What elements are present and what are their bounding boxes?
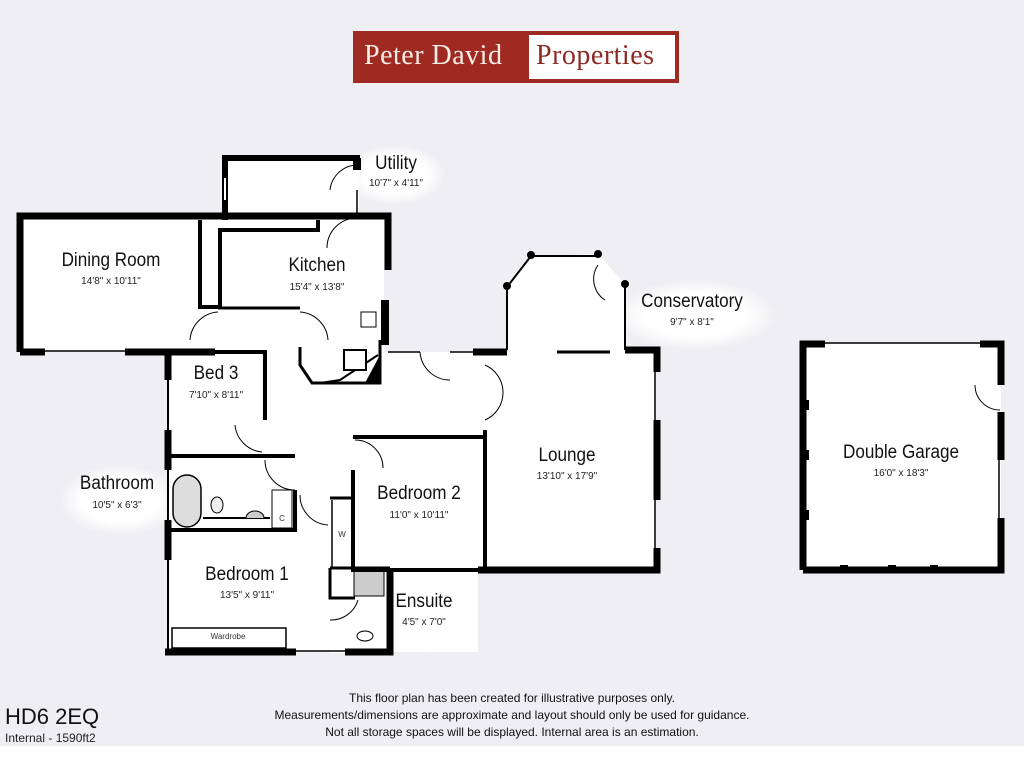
internal-area: Internal - 1590ft2 bbox=[5, 731, 96, 745]
room-dims-bathroom: 10'5" x 6'3" bbox=[92, 500, 142, 511]
w-label: W bbox=[338, 530, 346, 539]
room-name-kitchen: Kitchen bbox=[288, 255, 346, 276]
room-name-lounge: Lounge bbox=[538, 445, 596, 466]
room-dims-kitchen: 15'4" x 13'8" bbox=[289, 282, 345, 293]
label-glow bbox=[615, 280, 775, 350]
room-dims-bed-3: 7'10" x 8'11" bbox=[188, 390, 244, 401]
room-name-dining-room: Dining Room bbox=[61, 250, 161, 271]
room-name-utility: Utility bbox=[375, 153, 417, 174]
room-dims-double-garage: 16'0" x 18'3" bbox=[873, 468, 929, 479]
room-dims-ensuite: 4'5" x 7'0" bbox=[402, 617, 446, 628]
disclaimer-line: Not all storage spaces will be displayed… bbox=[325, 725, 699, 739]
logo-white-box: Properties bbox=[529, 35, 675, 79]
c-label: C bbox=[279, 514, 285, 523]
room-name-conservatory: Conservatory bbox=[641, 291, 743, 312]
brand-logo: Peter David Properties bbox=[353, 31, 679, 83]
room-name-bed-3: Bed 3 bbox=[193, 363, 239, 384]
room-dims-conservatory: 9'7" x 8'1" bbox=[670, 317, 714, 328]
label-glow bbox=[60, 465, 180, 535]
logo-text-peter-david: Peter David bbox=[364, 40, 503, 71]
room-name-bedroom-1: Bedroom 1 bbox=[205, 564, 289, 585]
room-dims-lounge: 13'10" x 17'9" bbox=[536, 471, 598, 482]
disclaimer: This floor plan has been created for ill… bbox=[252, 690, 772, 741]
postcode: HD6 2EQ bbox=[5, 704, 100, 729]
room-dims-utility: 10'7" x 4'11" bbox=[368, 178, 424, 189]
logo-text-properties: Properties bbox=[536, 40, 655, 71]
room-name-bedroom-2: Bedroom 2 bbox=[377, 483, 461, 504]
disclaimer-line: Measurements/dimensions are approximate … bbox=[274, 708, 750, 722]
room-name-double-garage: Double Garage bbox=[843, 442, 959, 463]
bottom-strip bbox=[0, 746, 1024, 768]
room-name-ensuite: Ensuite bbox=[395, 591, 453, 612]
walls bbox=[16, 155, 1005, 656]
room-dims-bedroom-2: 11'0" x 10'11" bbox=[389, 510, 449, 521]
label-glow bbox=[345, 145, 445, 205]
room-dims-dining-room: 14'8" x 10'11" bbox=[81, 276, 141, 287]
room-dims-bedroom-1: 13'5" x 9'11" bbox=[219, 590, 275, 601]
room-name-bathroom: Bathroom bbox=[79, 473, 155, 494]
disclaimer-line: This floor plan has been created for ill… bbox=[349, 691, 675, 705]
wardrobe-label: Wardrobe bbox=[210, 632, 246, 641]
